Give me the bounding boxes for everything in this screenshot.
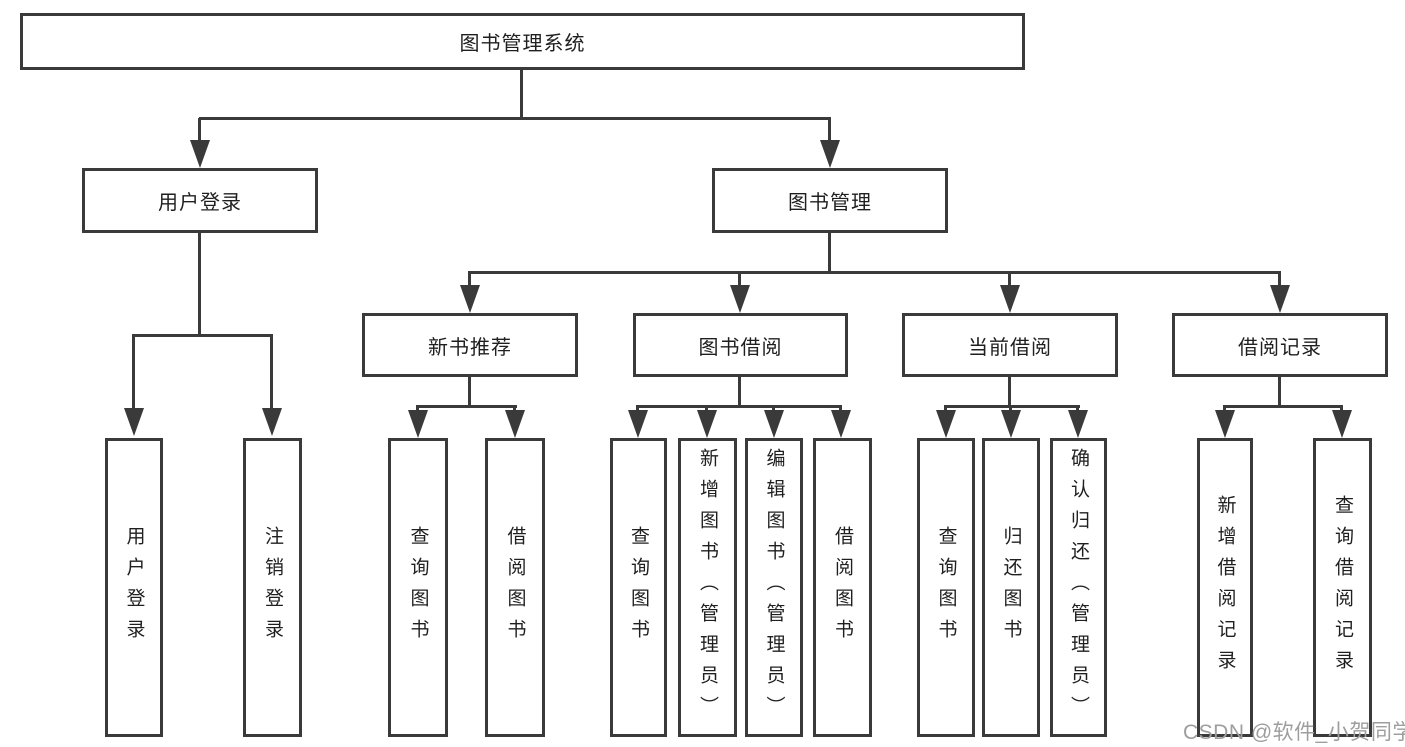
leaf-confirm-return-admin: 确认归还（管理员） [1050,438,1107,737]
leaf-label: 查询借阅记录 [1332,494,1353,681]
arrowhead-icon [408,410,428,438]
connector-line [1278,377,1281,407]
arrowhead-icon [505,410,525,438]
arrowhead-icon [936,410,956,438]
connector-line [198,118,201,144]
connector-line [513,406,516,412]
leaf-label: 归还图书 [1000,525,1022,650]
csdn-watermark: CSDN @软件_小贺同学 [1183,721,1405,744]
arrowhead-icon [1068,410,1088,438]
connector-line [416,405,517,408]
leaf-add-borrow-record: 新增借阅记录 [1197,438,1253,737]
arrowhead-icon [460,285,480,313]
leaf-label: 确认归还（管理员） [1068,448,1089,727]
connector-line [132,335,135,410]
node-label: 图书管理 [788,192,872,214]
node-borrow-records: 借阅记录 [1172,313,1388,377]
arrowhead-icon [1001,410,1021,438]
leaf-return-books: 归还图书 [982,438,1040,737]
connector-line [636,405,842,408]
connector-line [705,406,708,412]
connector-line [198,233,201,335]
node-label: 借阅记录 [1238,336,1322,359]
arrowhead-icon [1332,410,1352,438]
leaf-query-books-recommend: 查询图书 [388,438,448,737]
leaf-label: 查询图书 [935,525,957,650]
leaf-query-borrow-record: 查询借阅记录 [1313,438,1372,737]
node-library-system: 图书管理系统 [20,13,1025,70]
connector-line [772,406,775,412]
leaf-label: 借阅图书 [504,525,526,650]
arrowhead-icon [124,408,144,436]
connector-line [828,118,831,144]
connector-line [1009,406,1012,412]
connector-line [1008,272,1011,287]
connector-line [468,272,471,287]
arrowhead-icon [697,410,717,438]
leaf-borrow-books-recommend: 借阅图书 [485,438,545,737]
connector-line [468,271,1281,274]
node-book-borrowing: 图书借阅 [633,313,848,377]
leaf-label: 编辑图书（管理员） [763,448,785,727]
connector-line [270,335,273,410]
arrowhead-icon [1000,285,1020,313]
leaf-borrow-books: 借阅图书 [813,438,872,737]
connector-line [1008,377,1011,407]
leaf-label: 借阅图书 [832,525,853,650]
node-current-borrowing: 当前借阅 [902,313,1118,377]
connector-line [416,406,419,412]
connector-line [132,334,273,337]
node-book-management: 图书管理 [712,168,948,233]
arrowhead-icon [1215,410,1235,438]
arrowhead-icon [628,410,648,438]
arrowhead-icon [1270,285,1290,313]
node-label: 当前借阅 [968,336,1052,359]
connector-line [468,377,471,407]
arrowhead-icon [820,140,840,168]
node-label: 图书管理系统 [459,33,586,55]
leaf-label: 新增图书（管理员） [697,448,718,727]
leaf-user-login: 用户登录 [105,438,163,737]
connector-line [1076,406,1079,412]
arrowhead-icon [262,408,282,436]
connector-line [1223,406,1226,412]
connector-line [636,406,639,412]
connector-line [1278,272,1281,287]
connector-line [520,70,523,118]
node-label: 新书推荐 [428,336,512,359]
connector-line [839,406,842,412]
leaf-label: 新增借阅记录 [1214,494,1236,681]
leaf-add-books-admin: 新增图书（管理员） [678,438,737,737]
leaf-logout: 注销登录 [243,438,302,737]
connector-line [738,377,741,407]
leaf-query-books-current: 查询图书 [917,438,975,737]
leaf-label: 注销登录 [262,525,283,650]
connector-line [828,233,831,273]
arrowhead-icon [190,140,210,168]
leaf-label: 查询图书 [407,525,429,650]
leaf-label: 用户登录 [123,525,145,650]
arrowhead-icon [831,410,851,438]
connector-line [944,405,1080,408]
leaf-edit-books-admin: 编辑图书（管理员） [745,438,803,737]
connector-line [1223,405,1343,408]
connector-line [1340,406,1343,412]
connector-line [199,117,831,120]
node-label: 图书借阅 [698,336,783,359]
connector-line [738,272,741,287]
node-label: 用户登录 [158,192,242,214]
leaf-label: 查询图书 [628,525,649,650]
node-new-book-recommend: 新书推荐 [362,313,578,377]
arrowhead-icon [764,410,784,438]
node-user-login: 用户登录 [82,168,318,233]
connector-line [944,406,947,412]
leaf-query-books-borrowing: 查询图书 [610,438,667,737]
arrowhead-icon [730,285,750,313]
